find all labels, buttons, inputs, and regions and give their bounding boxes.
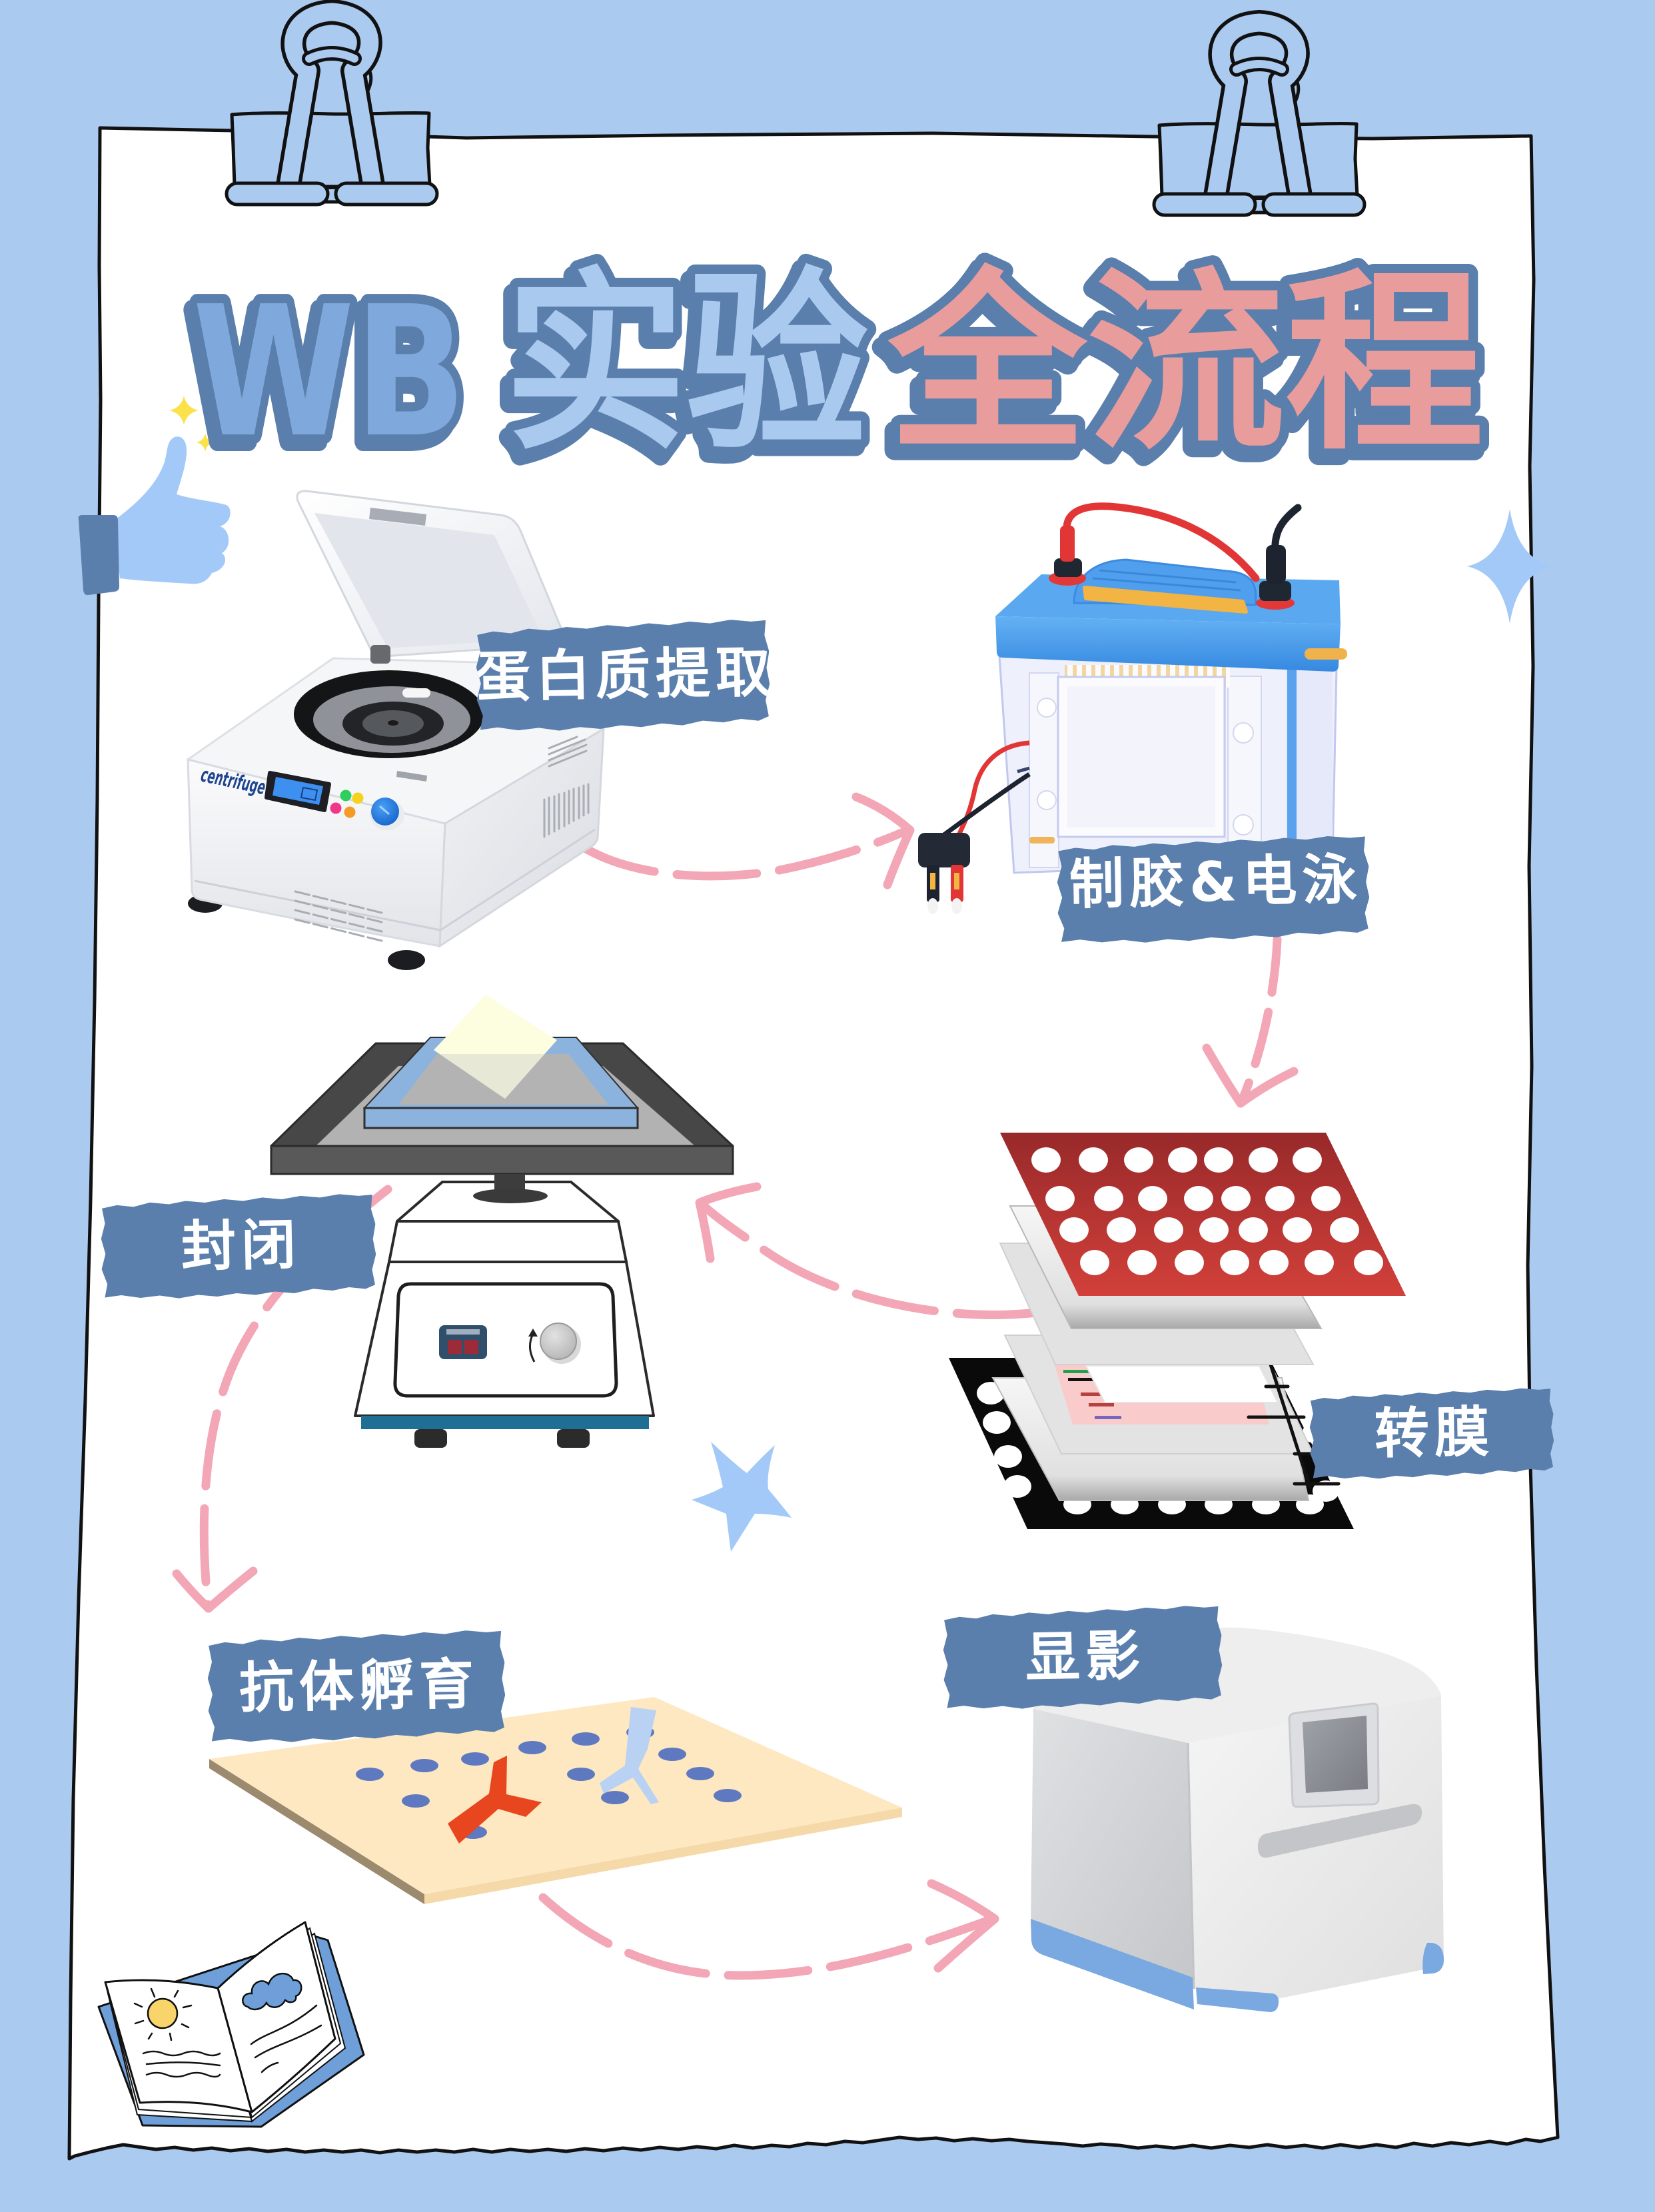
imager-screen: [1303, 1716, 1368, 1793]
book-text-lines: [142, 2004, 322, 2078]
svg-text:实验: 实验: [499, 259, 863, 483]
protein-bands: [356, 1726, 742, 1839]
svg-text:WB: WB: [187, 274, 461, 484]
thumb-hand: [113, 436, 231, 584]
svg-text:全流程: 全流程: [879, 259, 1478, 483]
step-label-text: 制胶&电泳: [1069, 847, 1363, 917]
imager-base-trim: [1031, 1919, 1444, 2012]
title-shadow: WB 实验 全流程: [177, 249, 1488, 494]
sparkle-icon: [1467, 509, 1552, 624]
title-part-experiment: 实验: [504, 252, 868, 476]
sparkle-icon: [169, 396, 215, 452]
shaker-display: [439, 1325, 487, 1359]
step-label-detection: 显影: [943, 1605, 1223, 1710]
centrifuge-rotor: [294, 670, 484, 758]
electrode-post-black: [1256, 545, 1295, 610]
title-part-wb: WB: [193, 267, 466, 477]
centrifuge-vents: [294, 736, 590, 942]
transfer-sandwich-icon: [949, 1133, 1406, 1529]
shaker-knob: [540, 1323, 577, 1360]
title-part-full-workflow: 全流程: [885, 252, 1484, 476]
sun-icon: [133, 1987, 193, 2041]
gel-bands: [1063, 1370, 1121, 1419]
curved-arrow-icon: [1202, 935, 1299, 1108]
cloud-icon: [242, 1973, 302, 2011]
electrophoresis-tank-icon: [918, 502, 1347, 914]
flow-arrows: [172, 792, 1299, 1980]
secondary-antibody-icon: [600, 1707, 659, 1804]
step-label-text: 封闭: [181, 1213, 302, 1279]
primary-antibody-icon: [448, 1756, 542, 1844]
book-right-page: [217, 1921, 336, 2113]
title-text: WB 实验 全流程: [183, 243, 1493, 486]
step-label-antibody-incubation: 抗体孵育: [207, 1630, 506, 1744]
centrifuge-buttons: [330, 790, 364, 818]
curved-arrow-icon: [172, 1185, 392, 1613]
power-plug: [918, 833, 970, 914]
membrane-surface: [209, 1697, 902, 1894]
pvdf-membrane: [1085, 1365, 1279, 1403]
shaker-control-panel: [393, 1282, 618, 1398]
step-label-text: 蛋白质提取: [475, 641, 776, 710]
step-label-text: 抗体孵育: [239, 1652, 480, 1720]
red-cable: [1063, 502, 1260, 582]
step-label-protein-extraction: 蛋白质提取: [476, 619, 771, 732]
centrifuge-icon: centrifuge: [187, 490, 605, 970]
rocking-shaker-icon: [270, 995, 734, 1448]
star-icon: [692, 1442, 792, 1552]
electrode-post-red: [1049, 526, 1086, 586]
step-label-membrane-transfer: 转膜: [1309, 1388, 1554, 1480]
step-label-blocking: 封闭: [101, 1193, 377, 1299]
curved-arrow-icon: [538, 1879, 999, 1980]
open-book-icon: [97, 1921, 365, 2128]
antibody-membrane-icon: [209, 1697, 902, 1904]
step-label-text: 显影: [1025, 1624, 1146, 1690]
step-label-text: 转膜: [1374, 1400, 1495, 1466]
curved-arrow-icon: [695, 1182, 1041, 1319]
imager-slot: [1258, 1804, 1422, 1858]
thumb-cuff: [78, 515, 119, 596]
step-label-gel-electrophoresis: 制胶&电泳: [1057, 835, 1371, 944]
page-title: WB 实验 全流程 WB 实验 全流程: [177, 243, 1493, 494]
thumbs-up-icon: [78, 436, 231, 596]
gel-imager-icon: [1031, 1627, 1444, 2012]
curved-arrow-icon: [575, 792, 915, 889]
centrifuge-display: [265, 771, 331, 812]
